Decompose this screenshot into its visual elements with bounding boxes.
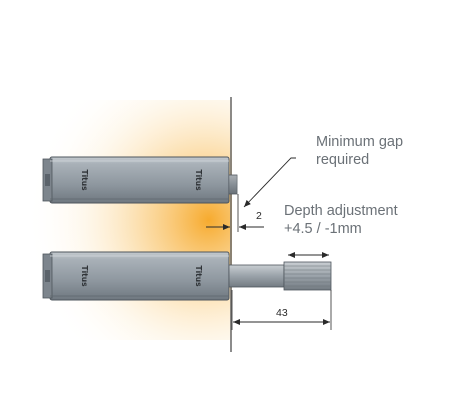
gap-label-line1: Minimum gap [316,134,403,150]
gap-dimension: 2 [206,194,264,232]
upper-damper: Titus Titus [42,156,238,204]
light-glow [0,100,232,340]
depth-label-line2: +4.5 / -1mm [284,221,362,237]
lower-damper-marking-left: Titus [80,265,89,287]
depth-label-line1: Depth adjustment [284,203,398,219]
lower-damper-ribbed-tip [283,261,332,291]
upper-damper-marking-left: Titus [80,169,89,191]
lower-damper-rod [228,264,285,288]
gap-dimension-value: 2 [256,210,262,222]
upper-damper-end-notch [45,174,50,186]
gap-label-line2: required [316,152,369,168]
gap-leader-line [243,157,296,208]
lower-damper: Titus Titus [42,251,332,301]
lower-damper-end-notch [45,270,50,282]
length-dimension: 43 [231,290,332,330]
length-dimension-value: 43 [276,307,288,319]
lower-damper-marking-right: Titus [194,265,203,287]
upper-damper-marking-right: Titus [194,169,203,191]
